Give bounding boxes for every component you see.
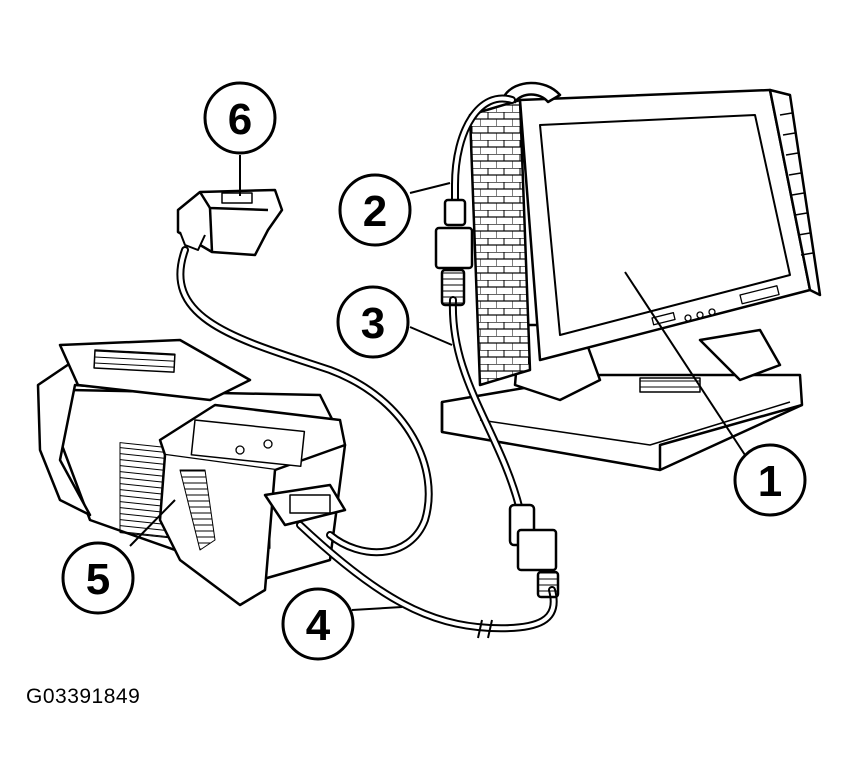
svg-text:6: 6 — [228, 95, 252, 144]
svg-text:3: 3 — [361, 299, 385, 348]
callout-5: 5 — [61, 541, 135, 615]
callout-4: 4 — [281, 587, 355, 661]
svg-text:4: 4 — [306, 601, 331, 650]
svg-text:2: 2 — [363, 187, 387, 236]
figure-id: G03391849 — [26, 685, 141, 708]
tablet-computer — [440, 81, 822, 472]
obd-connector — [176, 188, 284, 257]
cables — [176, 94, 558, 633]
svg-text:5: 5 — [86, 555, 110, 604]
callout-6: 6 — [203, 81, 277, 155]
svg-text:1: 1 — [758, 457, 782, 506]
callout-3: 3 — [336, 285, 410, 359]
callout-2: 2 — [338, 173, 412, 247]
cable-connectors — [434, 198, 560, 639]
diagnostic-interface-unit — [36, 338, 347, 607]
callout-leaders — [129, 155, 746, 611]
callout-1: 1 — [733, 443, 807, 517]
